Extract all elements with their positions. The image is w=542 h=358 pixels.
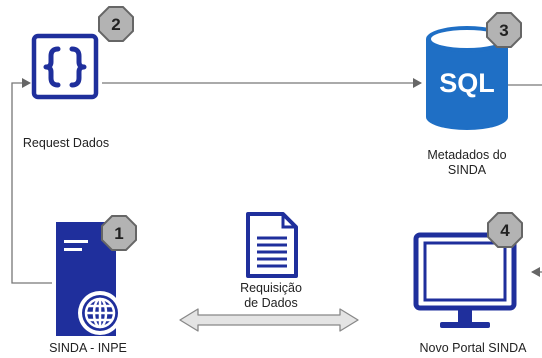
node-label-request-dados: Request Dados	[22, 136, 110, 150]
sql-database-icon: SQL	[426, 26, 508, 130]
step-number-4: 4	[500, 221, 510, 240]
server-globe-icon	[56, 222, 122, 336]
document-icon	[246, 212, 298, 278]
step-badge-3: 3	[486, 12, 522, 48]
step-badge-1: 1	[101, 215, 137, 251]
step-number-1: 1	[114, 224, 123, 243]
node-label-metadados-line2: SINDA	[447, 163, 487, 177]
node-label-sinda-inpe: SINDA - INPE	[49, 341, 127, 355]
sql-icon-text: SQL	[439, 68, 495, 98]
curly-braces-icon	[31, 33, 99, 100]
double-headed-arrow	[179, 308, 359, 332]
monitor-icon	[413, 232, 517, 328]
step-badge-4: 4	[487, 212, 523, 248]
node-label-metadados-line1: Metadados do	[427, 148, 507, 162]
middle-label-line1: Requisição	[240, 281, 302, 295]
middle-label-line2: de Dados	[244, 296, 298, 310]
step-number-3: 3	[499, 21, 508, 40]
step-number-2: 2	[111, 15, 120, 34]
connector-inpe-to-request	[11, 78, 52, 284]
step-badge-2: 2	[98, 6, 134, 42]
node-label-novo-portal: Novo Portal SINDA	[419, 341, 527, 355]
